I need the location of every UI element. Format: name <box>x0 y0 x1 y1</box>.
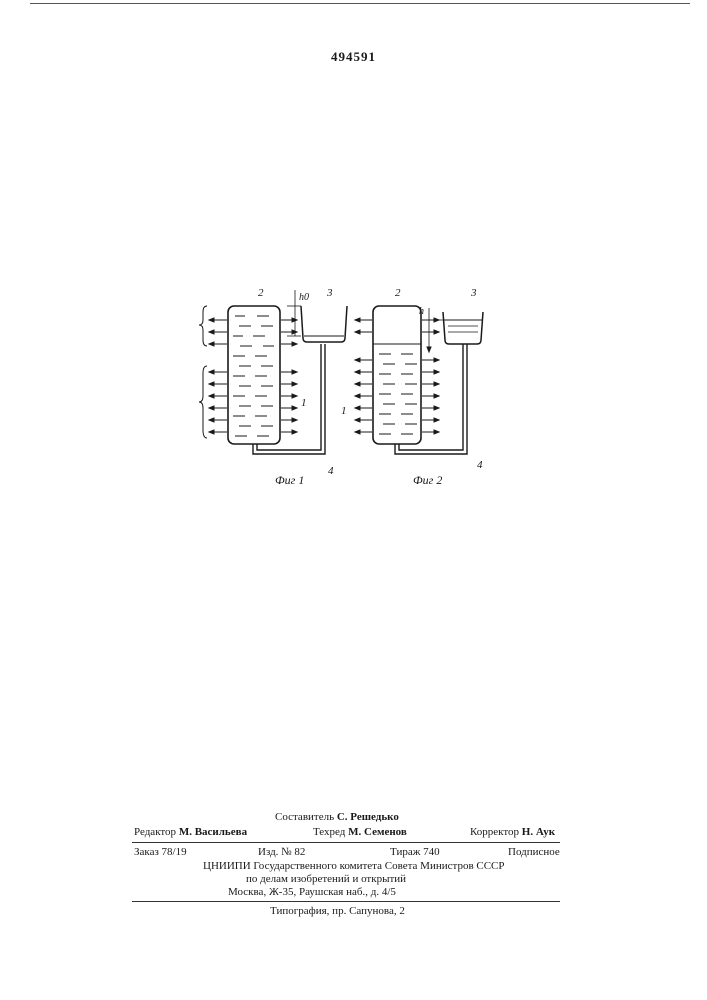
org-line-3: Москва, Ж-35, Раушская наб., д. 4/5 <box>228 886 396 898</box>
editor-name: М. Васильева <box>179 826 247 838</box>
org-line-2: по делам изобретений и открытий <box>246 873 406 885</box>
compiler-name: С. Решедько <box>337 811 399 823</box>
subscription: Подписное <box>508 846 560 858</box>
editor-line: Редактор М. Васильева <box>134 826 247 838</box>
printer-line: Типография, пр. Сапунова, 2 <box>270 905 405 917</box>
techred-label: Техред <box>313 826 345 838</box>
corrector-label: Корректор <box>470 826 519 838</box>
org-line-1: ЦНИИПИ Государственного комитета Совета … <box>203 860 505 872</box>
corrector-name: Н. Аук <box>522 826 555 838</box>
techred-name: М. Семенов <box>348 826 407 838</box>
compiler-label: Составитель <box>275 811 334 823</box>
edition-number: Изд. № 82 <box>258 846 305 858</box>
editor-label: Редактор <box>134 826 176 838</box>
circulation: Тираж 740 <box>390 846 440 858</box>
compiler-line: Составитель С. Решедько <box>275 811 399 823</box>
corrector-line: Корректор Н. Аук <box>470 826 555 838</box>
techred-line: Техред М. Семенов <box>313 826 407 838</box>
imprint-rule-1 <box>132 842 560 843</box>
imprint-rule-2 <box>132 901 560 902</box>
order-number: Заказ 78/19 <box>134 846 187 858</box>
